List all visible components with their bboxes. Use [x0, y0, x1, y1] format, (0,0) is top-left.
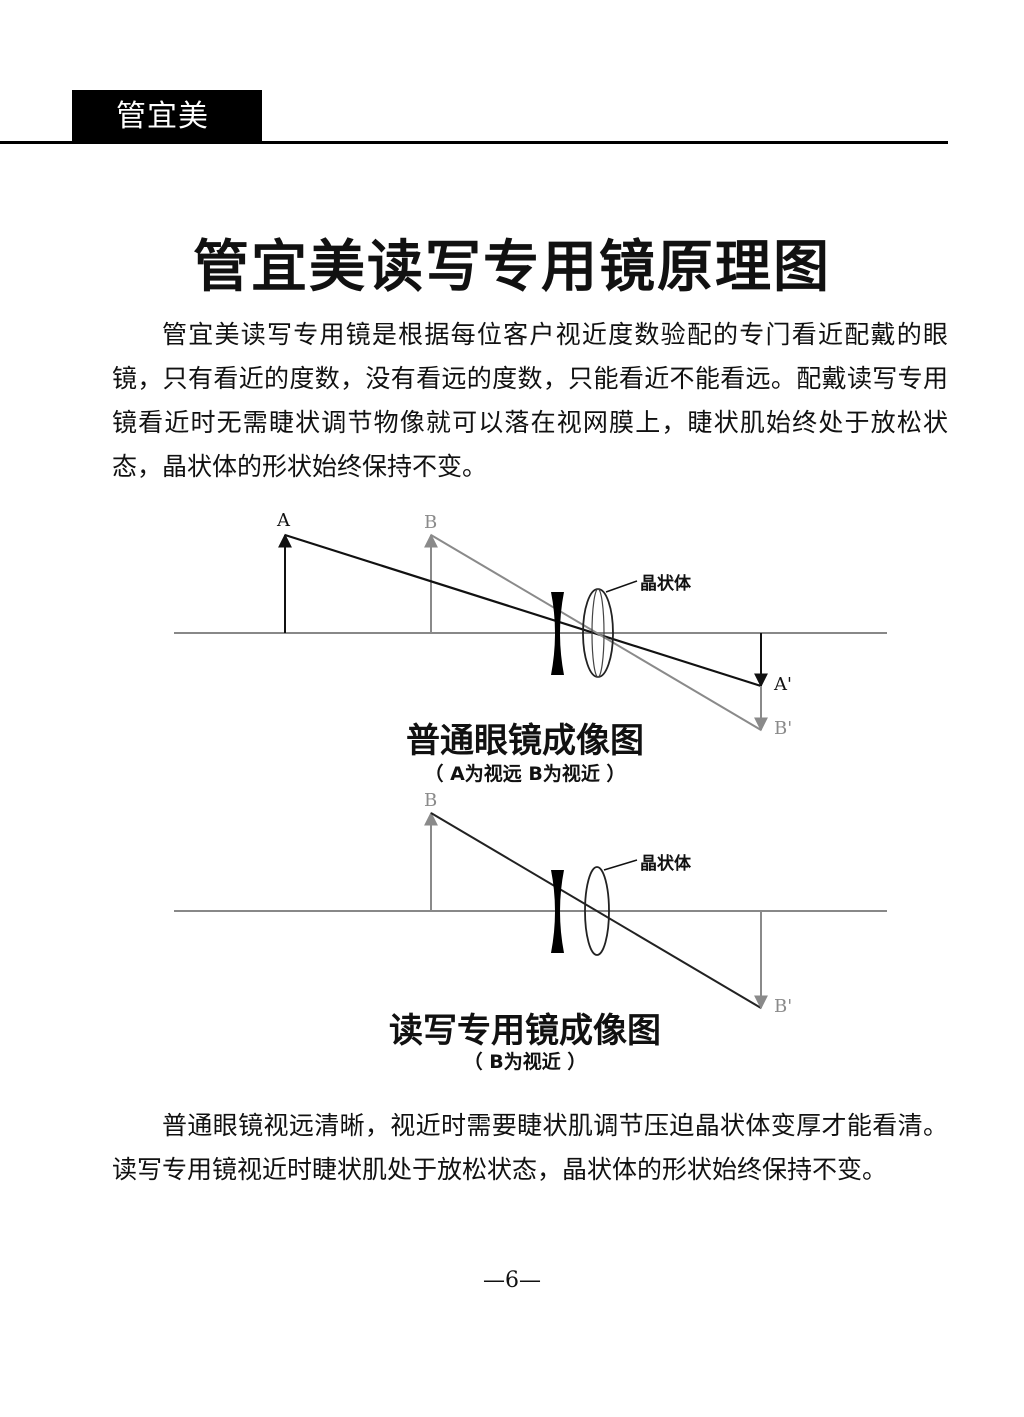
- diagram-ordinary-glasses: 晶状体 A B A' B': [174, 510, 887, 739]
- ray-a: [284, 533, 762, 688]
- page-number: —6—: [483, 1268, 541, 1293]
- lens-label-2: 晶状体: [640, 853, 692, 874]
- label-a-prime: A': [773, 674, 792, 695]
- lens-label: 晶状体: [640, 573, 692, 594]
- concave-lens-2: [551, 870, 564, 953]
- header-brand-tab: 管宜美: [72, 90, 262, 143]
- concave-lens: [551, 592, 564, 675]
- diagram1-caption: 普通眼镜成像图: [406, 721, 644, 761]
- lens-label-leader-2: [603, 859, 638, 871]
- header-brand: 管宜美: [116, 99, 209, 134]
- diagram-reading-glasses: 晶状体 B B': [174, 790, 887, 1017]
- lens-label-leader: [605, 580, 638, 593]
- diagram2-subcaption: （ B为视近 ）: [463, 1051, 587, 1073]
- closing-paragraph: 普通眼镜视远清晰，视近时需要睫状肌调节压迫晶状体变厚才能看清。读写专用镜视近时睫…: [112, 1111, 948, 1184]
- intro-paragraph: 管宜美读写专用镜是根据每位客户视近度数验配的专门看近配戴的眼镜，只有看近的度数，…: [112, 320, 948, 481]
- diagram2-caption: 读写专用镜成像图: [389, 1011, 661, 1051]
- diagram1-subcaption: （ A为视远 B为视近 ）: [424, 763, 626, 785]
- ray-b: [430, 534, 762, 731]
- crystalline-lens-inner: [591, 588, 605, 678]
- header-rule: [0, 141, 948, 144]
- page-title: 管宜美读写专用镜原理图: [193, 235, 831, 300]
- label-b-prime-2: B': [774, 996, 792, 1017]
- crystalline-lens-2: [584, 866, 610, 956]
- ray-b-2: [430, 812, 762, 1009]
- label-a: A: [276, 510, 291, 531]
- label-b-prime: B': [774, 718, 792, 739]
- label-b: B: [424, 512, 437, 533]
- label-b-2: B: [424, 790, 437, 811]
